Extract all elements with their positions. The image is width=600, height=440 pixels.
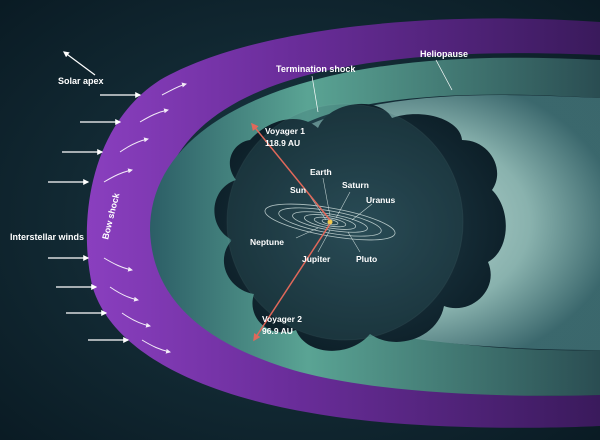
- planet-label-jupiter: Jupiter: [302, 254, 331, 264]
- termination-shock-label: Termination shock: [276, 64, 356, 74]
- planet-label-pluto: Pluto: [356, 254, 377, 264]
- planet-label-saturn: Saturn: [342, 180, 369, 190]
- voyager2-name-label: Voyager 2: [262, 314, 302, 324]
- voyager1-name-label: Voyager 1: [265, 126, 305, 136]
- voyager2-distance-label: 96.9 AU: [262, 326, 293, 336]
- planet-label-uranus: Uranus: [366, 195, 396, 205]
- solar-apex-label: Solar apex: [58, 76, 104, 86]
- voyager1-distance-label: 118.9 AU: [265, 138, 300, 148]
- sun-marker: [328, 220, 333, 225]
- interstellar-winds-label: Interstellar winds: [10, 232, 84, 242]
- planet-label-neptune: Neptune: [250, 237, 284, 247]
- heliopause-label: Heliopause: [420, 49, 468, 59]
- inner-sphere: [227, 104, 463, 340]
- planet-label-sun: Sun: [290, 185, 306, 195]
- planet-label-earth: Earth: [310, 167, 332, 177]
